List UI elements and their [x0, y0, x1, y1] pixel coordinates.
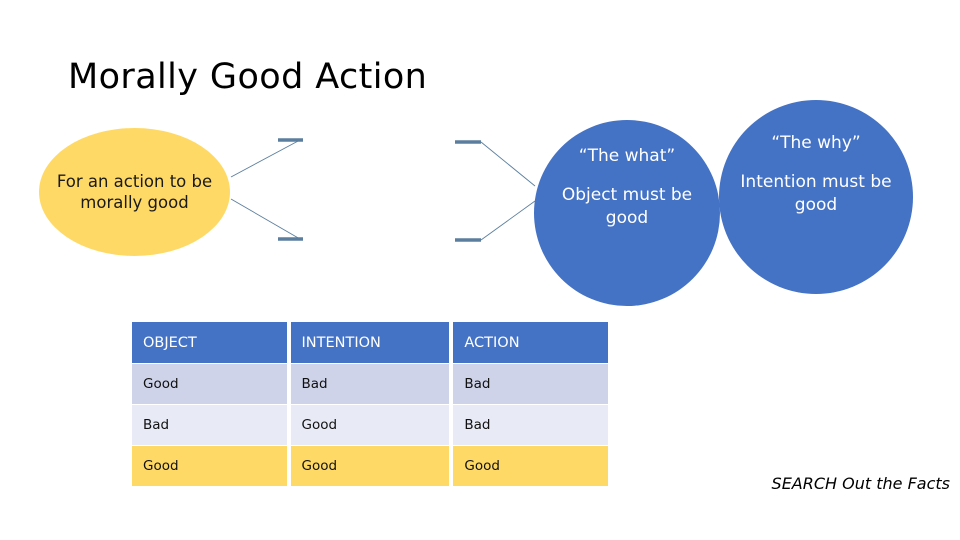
table-header-cell: OBJECT: [132, 322, 287, 363]
condition-circle-intention: [719, 100, 913, 294]
column-gap: [449, 364, 454, 404]
table-cell-action: Good: [453, 446, 608, 486]
table-cell: Good: [290, 446, 450, 486]
table-cell: Good: [453, 446, 608, 486]
table-header-intention: INTENTION: [290, 322, 450, 363]
column-gap: [449, 322, 454, 363]
column-gap: [286, 446, 291, 486]
table-cell-action: Bad: [453, 405, 608, 445]
column-gap: [286, 322, 291, 363]
table-row: Good Good Good: [132, 446, 608, 486]
table-cell-object: Good: [132, 364, 287, 404]
condition-circle-object: [534, 120, 720, 306]
table-cell-object: Good: [132, 446, 287, 486]
page-title: Morally Good Action: [68, 57, 428, 97]
table-cell: Good: [132, 364, 287, 404]
column-gap: [449, 446, 454, 486]
table-cell-object: Bad: [132, 405, 287, 445]
condition-object-quote: “The what”: [578, 146, 676, 166]
table-cell: Bad: [453, 364, 608, 404]
table-cell-intention: Bad: [290, 364, 450, 404]
table-cell: Good: [132, 446, 287, 486]
condition-intention-body: Intention must be good: [740, 172, 892, 215]
condition-object-body: Object must be good: [561, 185, 693, 228]
column-gap: [449, 405, 454, 445]
morality-truth-table: OBJECT INTENTION ACTION Good Bad: [132, 322, 608, 486]
table-cell-intention: Good: [290, 405, 450, 445]
table-cell: Bad: [453, 405, 608, 445]
table-header-object: OBJECT: [132, 322, 287, 363]
table-header-cell: ACTION: [453, 322, 608, 363]
premise-ellipse: For an action to be morally good: [39, 128, 230, 256]
premise-text: For an action to be morally good: [56, 171, 213, 212]
footer-branding: SEARCH Out the Facts: [771, 474, 950, 493]
condition-intention-quote: “The why”: [771, 133, 861, 153]
table-row: Good Bad Bad: [132, 364, 608, 404]
row-gap: [132, 404, 608, 405]
table-header-row: OBJECT INTENTION ACTION: [132, 322, 608, 363]
table-cell-intention: Good: [290, 446, 450, 486]
table-cell: Good: [290, 405, 450, 445]
table-header-cell: INTENTION: [290, 322, 450, 363]
column-gap: [286, 364, 291, 404]
table-cell: Bad: [290, 364, 450, 404]
row-gap: [132, 445, 608, 446]
column-gap: [286, 405, 291, 445]
table-cell: Bad: [132, 405, 287, 445]
row-gap: [132, 363, 608, 364]
table-cell-action: Bad: [453, 364, 608, 404]
table-header-action: ACTION: [453, 322, 608, 363]
table-row: Bad Good Bad: [132, 405, 608, 445]
